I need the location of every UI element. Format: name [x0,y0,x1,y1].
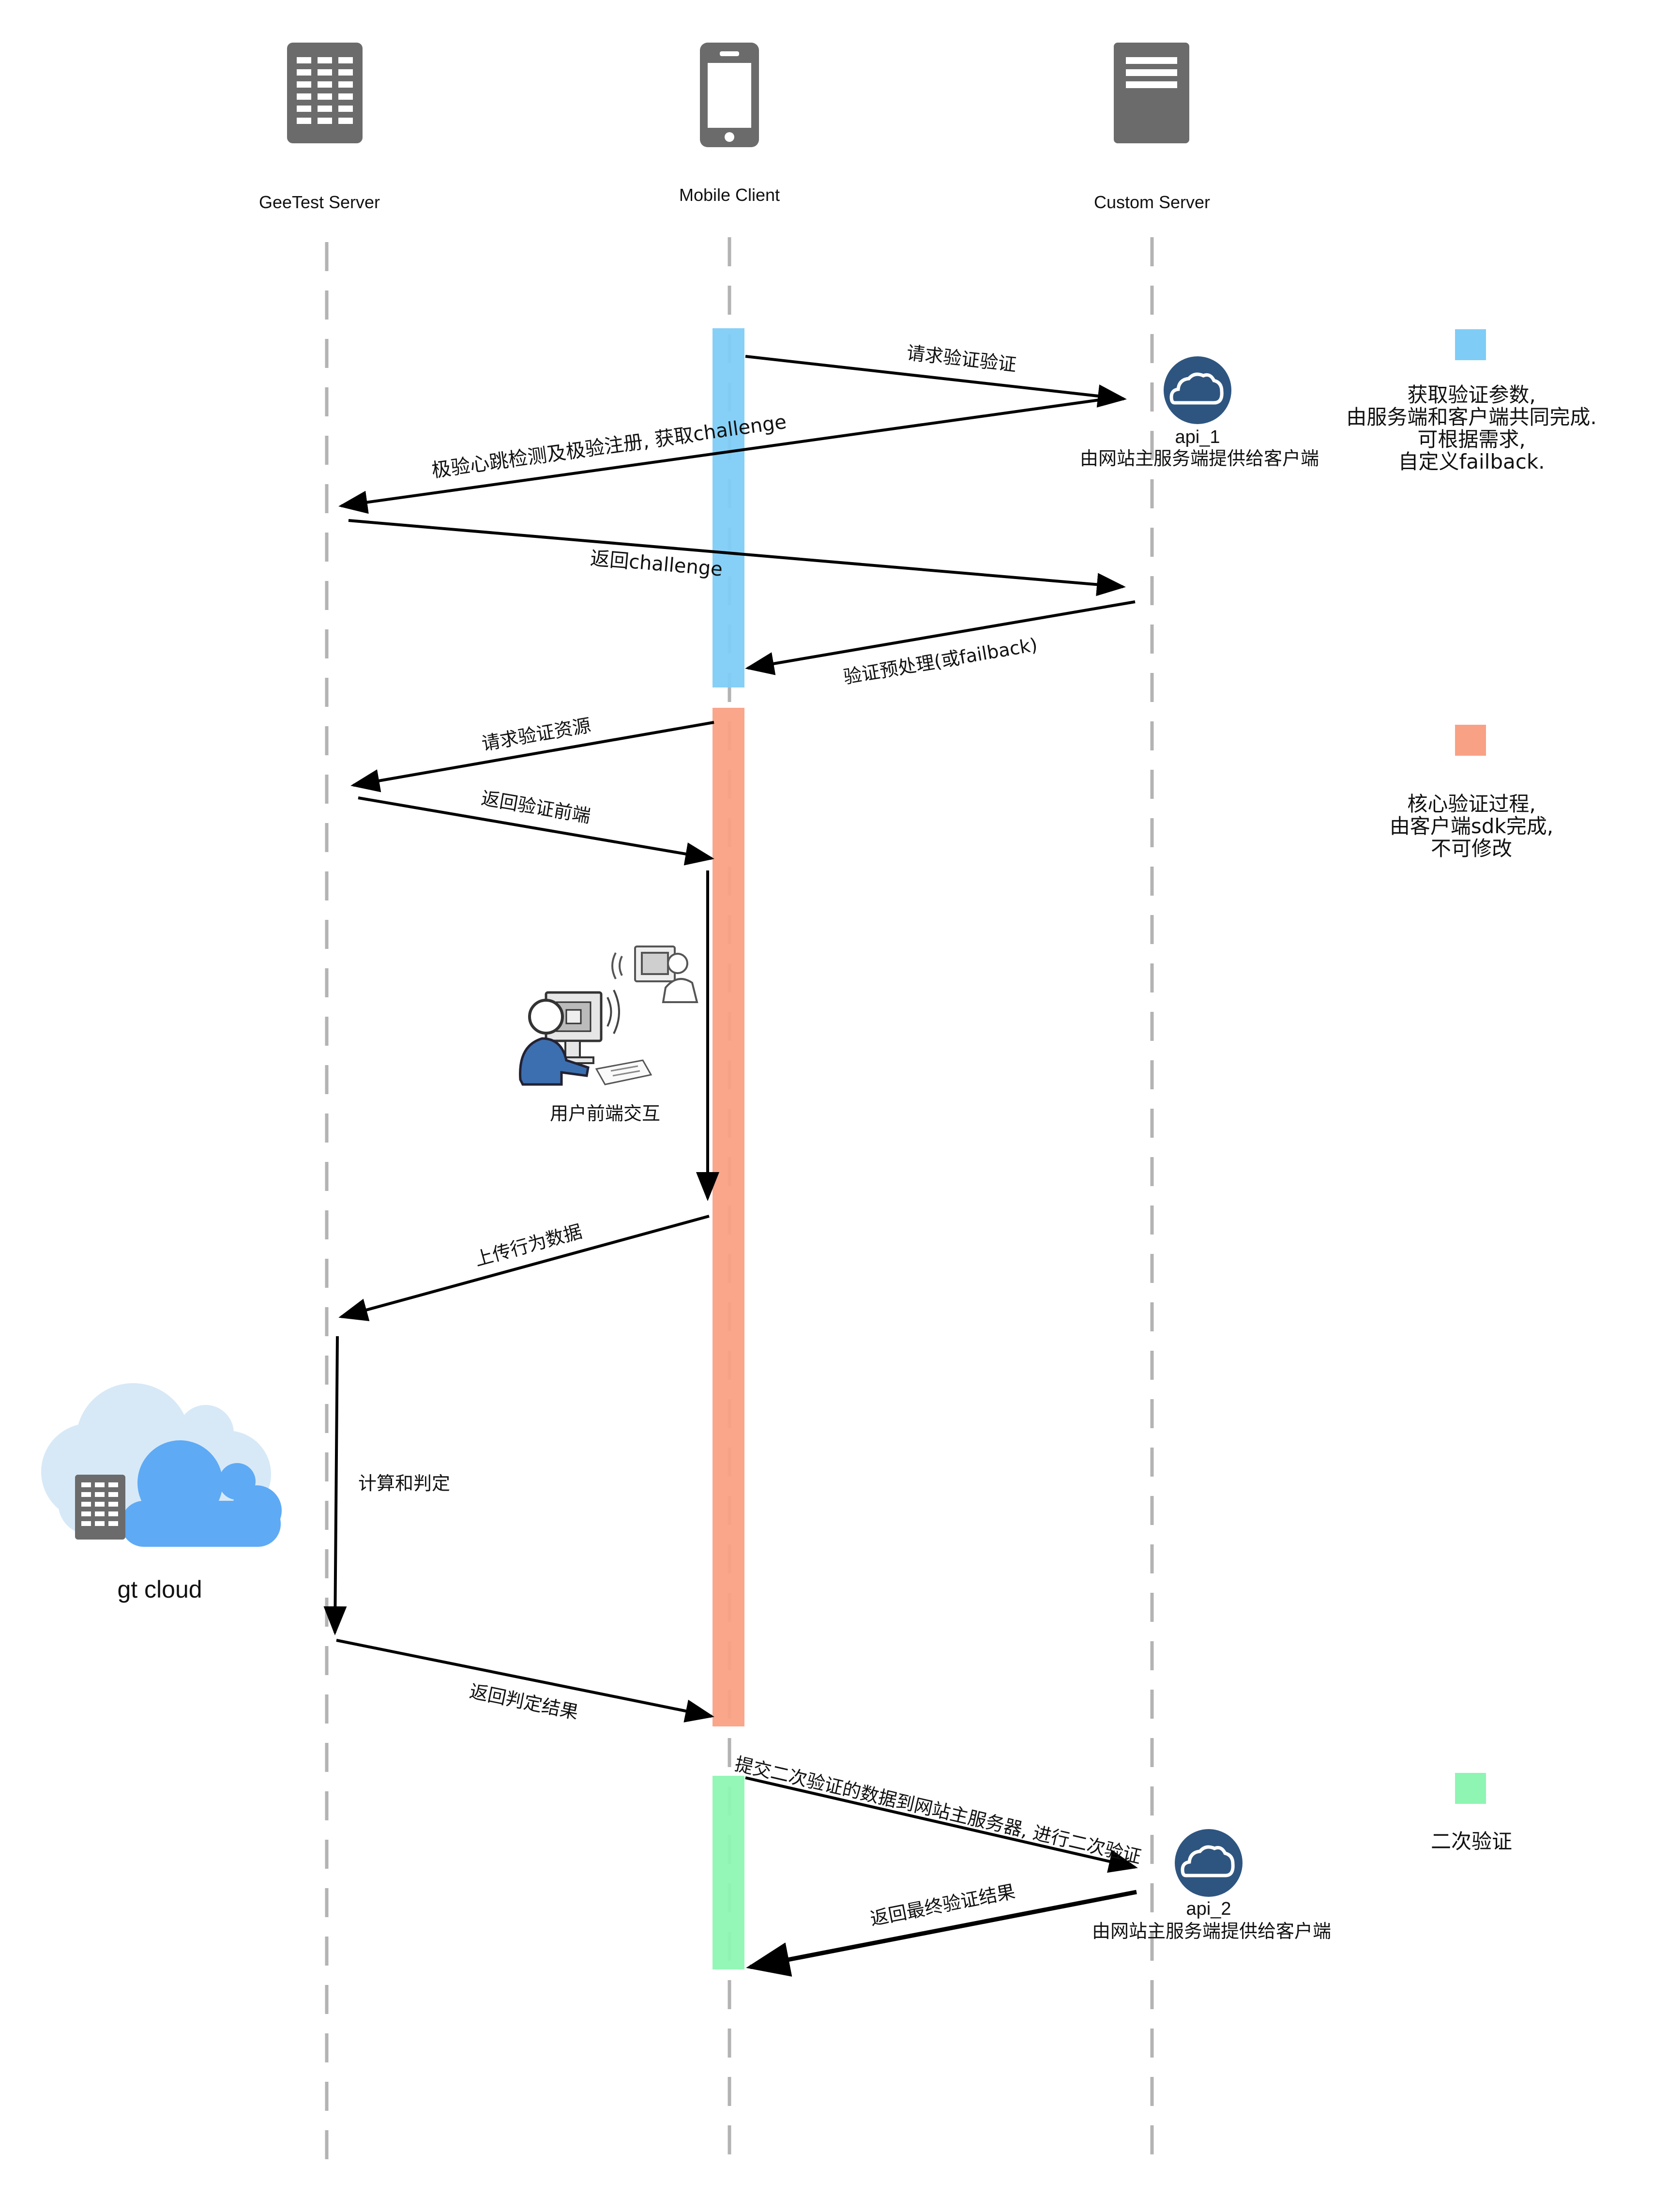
arrow-submit-secondary [745,1776,1138,1873]
legend-swatch-orange [1455,725,1486,756]
custom-server-icon [1114,43,1189,143]
legend-swatch-green [1455,1773,1486,1804]
api1-name: api_1 [1175,427,1220,447]
phase-bar-green [713,1776,744,1969]
msg-submit-secondary: 提交二次验证的数据到网站主服务器, 进行二次验证 [733,1753,1143,1867]
arrow-return-frontend [358,796,714,866]
msg-preprocess: 验证预处理(或failback) [842,634,1039,688]
msg-return-challenge: 返回challenge [590,547,724,580]
actor-geetest-server: GeeTest Server [259,192,380,212]
arrow-preprocess [745,600,1136,675]
arrow-return-challenge [348,519,1126,596]
phase-bar-blue [713,328,744,687]
arrow-final-result [746,1890,1137,1977]
msg-request-resource: 请求验证资源 [480,715,592,755]
api1-desc: 由网站主服务端提供给客户端 [1080,448,1319,469]
user-interaction-illustration [519,946,698,1086]
msg-compute: 计算和判定 [358,1473,450,1494]
legend-swatch-blue [1455,329,1486,360]
gt-cloud-icon [41,1383,282,1547]
arrow-upload-behavior [338,1215,710,1321]
geetest-server-icon [287,43,363,143]
msg-upload-behavior: 上传行为数据 [472,1220,585,1270]
arrow-return-result [336,1639,714,1723]
legend-orange-line-3: 不可修改 [1431,837,1512,860]
legend-green-line-1: 二次验证 [1431,1830,1512,1853]
actor-mobile-client: Mobile Client [679,185,780,205]
arrow-compute [323,1336,347,1635]
legend-blue-line-1: 获取验证参数, [1407,383,1535,407]
arrow-register-challenge [338,397,1114,514]
msg-final-result: 返回最终验证结果 [868,1881,1017,1930]
legend-orange-line-1: 核心验证过程, [1407,792,1535,816]
api2-desc: 由网站主服务端提供给客户端 [1092,1921,1331,1942]
legend-blue-line-4: 自定义failback. [1398,450,1545,473]
legend-blue-line-2: 由服务端和客户端共同完成. [1346,405,1596,429]
msg-request-verify: 请求验证验证 [906,342,1017,376]
arrow-request-resource [350,721,714,793]
phase-bar-orange [713,708,744,1726]
cloud-label: gt cloud [117,1576,202,1603]
mobile-client-icon [700,43,759,147]
arrow-request-verify [745,355,1127,408]
legend-blue-line-3: 可根据需求, [1417,427,1525,451]
api2-name: api_2 [1186,1899,1231,1919]
api2-cloud-icon [1175,1829,1243,1897]
actor-custom-server: Custom Server [1094,192,1210,212]
interaction-label: 用户前端交互 [550,1103,660,1124]
legend-orange-line-2: 由客户端sdk完成, [1390,814,1553,838]
api1-cloud-icon [1164,356,1231,424]
